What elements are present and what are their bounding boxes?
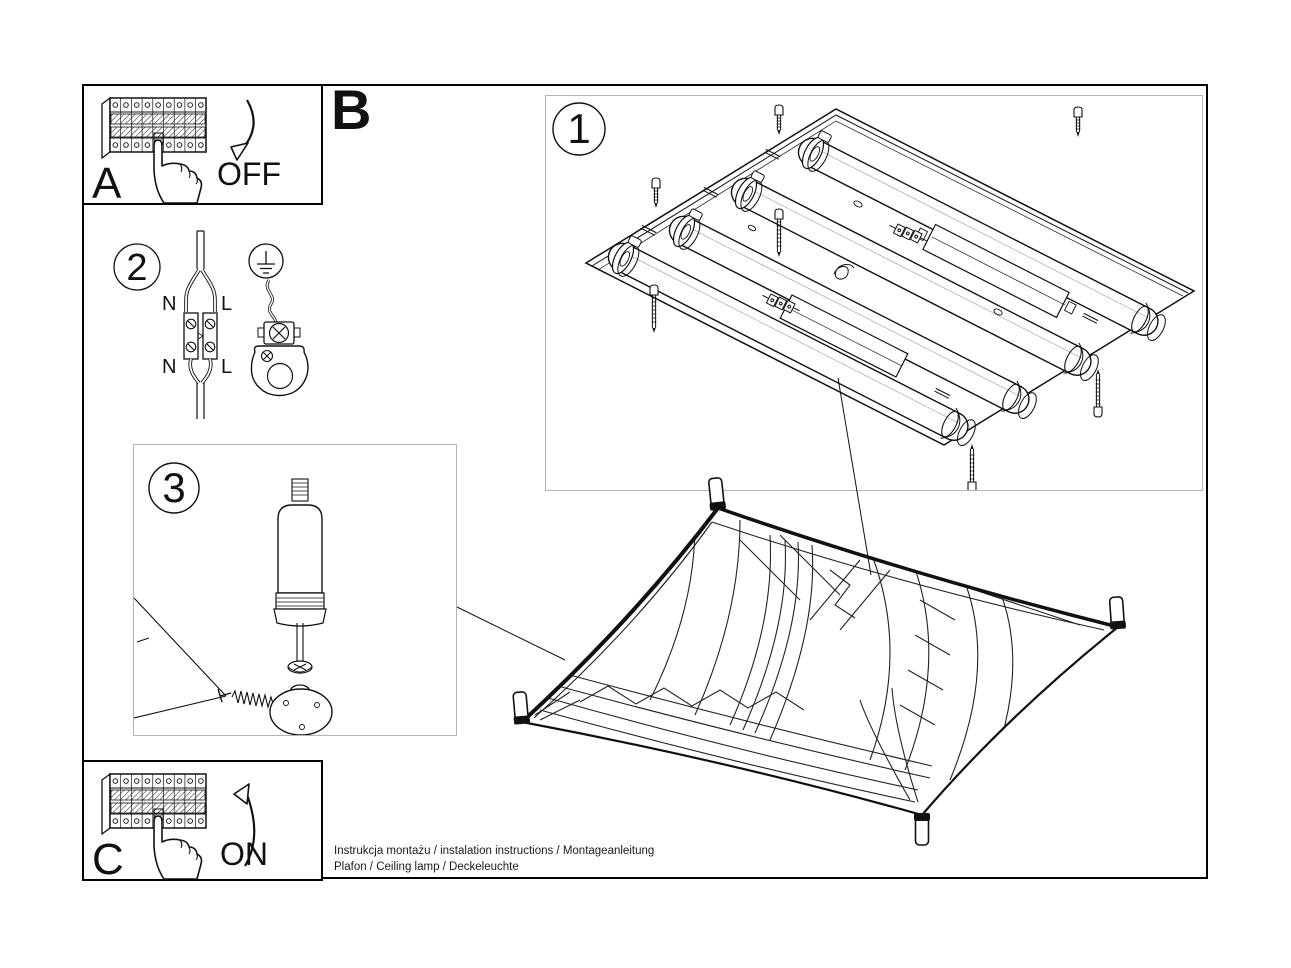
wire-label-n-top: N [162,293,176,315]
label-c: C [92,835,124,879]
on-label: ON [220,836,268,872]
svg-text:2: 2 [126,247,147,289]
terminal-block [183,312,218,360]
wire-label-l-top: L [221,293,232,315]
ground-clamp [250,321,309,397]
box-step1: 1 [545,95,1203,491]
ground-symbol-icon [248,243,284,279]
fabric-corner [134,597,232,719]
footer-line1: Instrukcja montażu / instalation instruc… [334,845,655,857]
box-breaker-on: ON C [82,760,323,881]
box-step3: 3 [133,444,457,736]
arrow-down-icon [230,99,255,161]
label-a: A [92,159,122,203]
svg-text:3: 3 [162,464,185,511]
tensioner-drawing: 3 [134,462,333,735]
breaker-off-drawing: OFF A [92,97,281,203]
arrow-up-icon [233,783,256,867]
tube-4 [797,137,1166,341]
tension-spring [231,689,284,710]
wire-label-l-bottom: L [221,356,232,378]
breaker-on-drawing: ON C [92,773,268,879]
off-label: OFF [217,156,281,192]
wire-loop [833,263,855,280]
tube-3 [730,177,1099,381]
step1-badge: 1 [552,102,606,156]
plate-holes [747,200,1003,316]
ballast-boxes [779,223,1077,378]
svg-text:1: 1 [567,105,590,152]
step2-wiring-drawing: 2 N L [113,230,309,419]
supply-cable-bottom [188,358,213,419]
ground-wire [265,279,278,323]
step3-badge: 3 [148,462,200,514]
box-breaker-off: OFF A [82,84,323,205]
section-label-b: B [331,78,372,141]
supply-cable-top [184,230,217,312]
footer-caption: Instrukcja montażu / instalation instruc… [334,844,654,875]
tube-1 [607,242,976,446]
page-frame [82,84,1208,879]
wall-plate [269,684,333,735]
lamp-exploded-drawing: 1 [552,102,1196,490]
tensioner-cylinder [273,478,327,674]
step2-badge: 2 [113,243,161,291]
footer-line2: Plafon / Ceiling lamp / Deckeleuchte [334,860,519,873]
wire-label-n-bottom: N [162,356,176,378]
fluorescent-tubes [607,137,1166,446]
